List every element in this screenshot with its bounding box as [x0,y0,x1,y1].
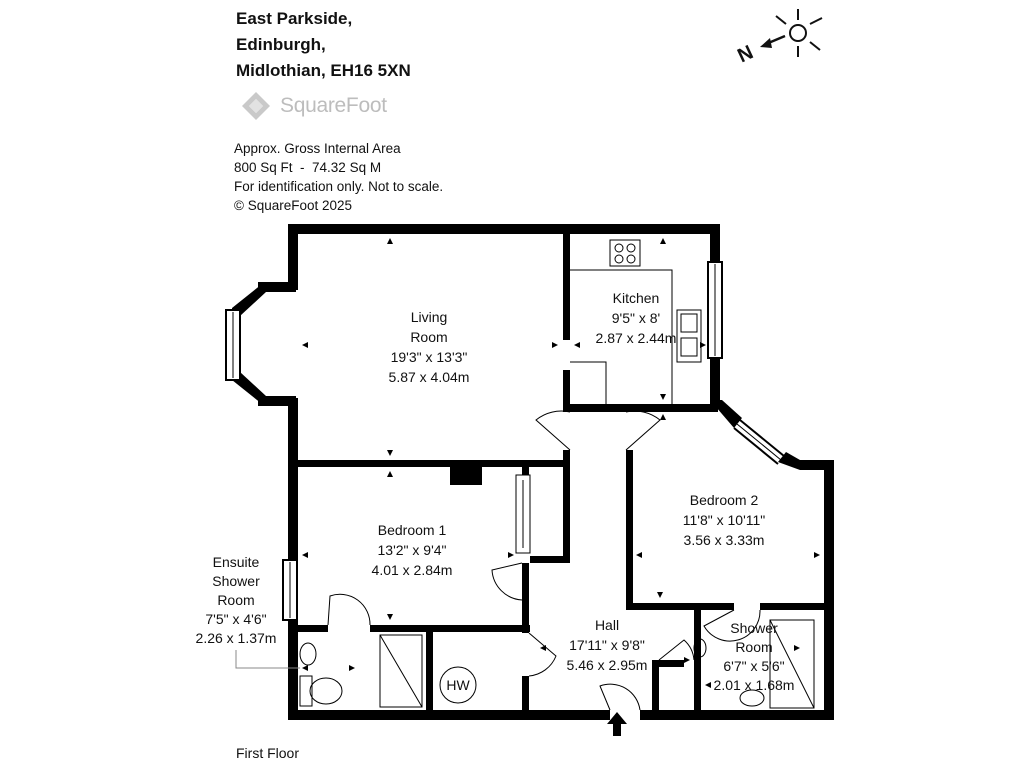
svg-text:2.01 x 1.68m: 2.01 x 1.68m [714,677,795,693]
svg-text:Shower: Shower [212,573,260,589]
svg-text:9'5" x 8': 9'5" x 8' [612,310,660,326]
address-line-3: Midlothian, EH16 5XN [236,61,411,80]
entrance-arrow-icon [607,712,627,736]
room-label-bedroom2: Bedroom 2 11'8" x 10'11" 3.56 x 3.33m [683,492,766,548]
floor-label: First Floor [236,745,299,761]
svg-text:13'2" x 9'4": 13'2" x 9'4" [378,542,447,558]
ensuite-leader-line [235,650,300,669]
kitchen-window [707,261,723,359]
bay-window [225,284,296,404]
area-info-line-1: Approx. Gross Internal Area [234,141,401,156]
dimension-markers [302,238,820,688]
svg-text:Ensuite: Ensuite [213,554,260,570]
svg-text:2.87 x 2.44m: 2.87 x 2.44m [596,330,677,346]
room-label-ensuite: Ensuite Shower Room 7'5" x 4'6" 2.26 x 1… [196,554,277,646]
svg-text:19'3" x 13'3": 19'3" x 13'3" [391,349,468,365]
svg-text:11'8" x 10'11": 11'8" x 10'11" [683,512,766,528]
address-line-1: East Parkside, [236,9,353,28]
bedroom2-window [710,400,800,470]
bedroom1-wardrobe [515,474,531,554]
property-address: East Parkside, Edinburgh, Midlothian, EH… [236,6,411,84]
svg-text:6'7" x 5'6": 6'7" x 5'6" [723,658,784,674]
room-label-kitchen: Kitchen 9'5" x 8' 2.87 x 2.44m [596,290,677,346]
room-label-living: Living Room 19'3" x 13'3" 5.87 x 4.04m [389,309,470,385]
svg-text:Room: Room [410,329,447,345]
address-line-2: Edinburgh, [236,35,326,54]
area-info: Approx. Gross Internal Area 800 Sq Ft - … [234,139,443,215]
svg-text:Living: Living [411,309,448,325]
area-info-line-3: For identification only. Not to scale. [234,179,444,194]
svg-text:5.46 x 2.95m: 5.46 x 2.95m [567,657,648,673]
svg-text:7'5" x 4'6": 7'5" x 4'6" [205,611,266,627]
doors [327,410,761,711]
svg-text:Shower: Shower [730,620,778,636]
svg-text:4.01 x 2.84m: 4.01 x 2.84m [372,562,453,578]
hot-water-label: HW [446,677,470,693]
svg-text:5.87 x 4.04m: 5.87 x 4.04m [389,369,470,385]
svg-text:Hall: Hall [595,617,619,633]
brand-name: SquareFoot [280,94,387,117]
svg-text:Room: Room [735,639,772,655]
room-label-bedroom1: Bedroom 1 13'2" x 9'4" 4.01 x 2.84m [372,522,453,578]
compass-sun-icon: N [734,9,823,67]
bathroom-fittings [299,619,815,709]
svg-text:Bedroom 1: Bedroom 1 [378,522,447,538]
svg-text:3.56 x 3.33m: 3.56 x 3.33m [684,532,765,548]
svg-text:17'11" x 9'8": 17'11" x 9'8" [569,637,645,653]
room-label-shower: Shower Room 6'7" x 5'6" 2.01 x 1.68m [714,620,795,693]
svg-text:Room: Room [217,592,254,608]
squarefoot-logo-icon [242,92,270,120]
room-label-hall: Hall 17'11" x 9'8" 5.46 x 2.95m [567,617,648,673]
ensuite-window [282,559,298,621]
area-info-line-2: 800 Sq Ft - 74.32 Sq M [234,160,382,175]
area-info-line-4: © SquareFoot 2025 [234,198,353,213]
svg-text:Kitchen: Kitchen [613,290,660,306]
kitchen-fittings [570,239,702,406]
svg-text:2.26 x 1.37m: 2.26 x 1.37m [196,630,277,646]
svg-text:Bedroom 2: Bedroom 2 [690,492,759,508]
squarefoot-logo: SquareFoot [236,90,436,126]
